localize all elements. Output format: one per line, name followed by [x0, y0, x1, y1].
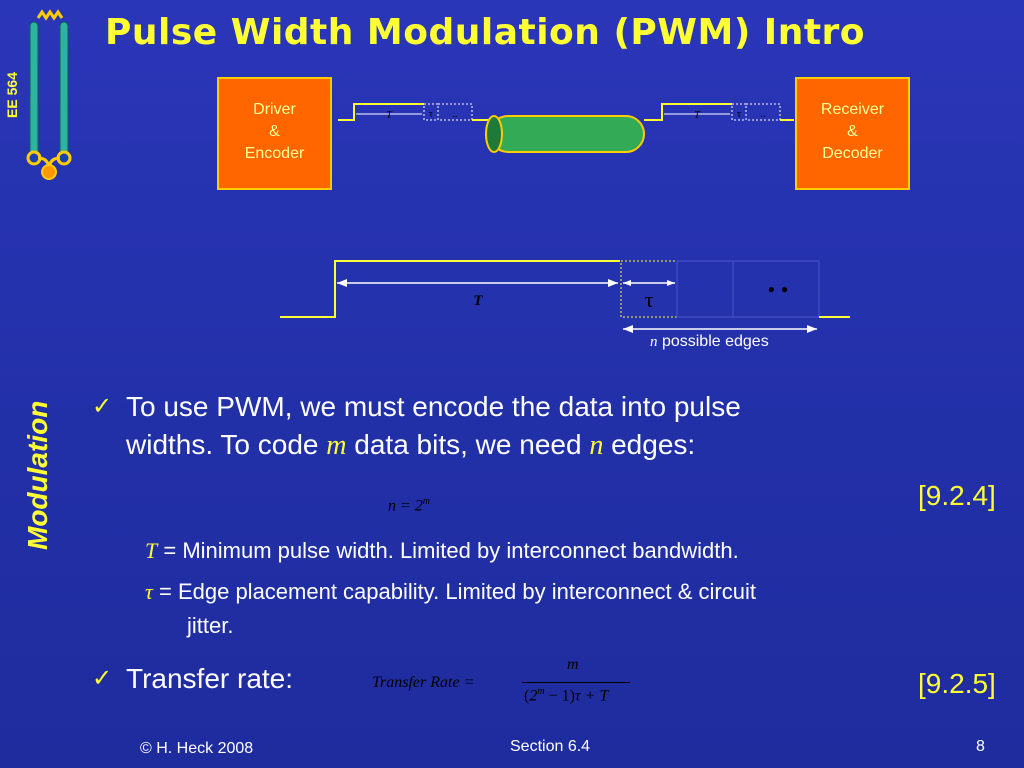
- eq2-den-sup: m: [537, 686, 545, 697]
- eq1-text: n = 2: [388, 497, 423, 515]
- right-pulse-waveform: T τ ..: [656, 103, 794, 121]
- big-t-label: T: [473, 293, 483, 309]
- sub1-text: = Minimum pulse width. Limited by interc…: [157, 538, 739, 563]
- sub-bullet-tau: τ = Edge placement capability. Limited b…: [145, 575, 965, 643]
- eq2-den-a: 2: [529, 687, 538, 705]
- interconnect-cable: [484, 115, 656, 153]
- pulse-width-diagram: T τ • •: [280, 260, 850, 333]
- logo: [24, 8, 80, 188]
- b1-m: m: [326, 430, 347, 461]
- edges-text: possible edges: [661, 333, 769, 350]
- receiver-line-2: &: [847, 123, 858, 140]
- right-small-tau: τ: [737, 109, 741, 120]
- eq2-fraction-bar: [522, 682, 630, 683]
- b2-text: Transfer rate:: [126, 663, 294, 694]
- driver-line-1: Driver: [253, 101, 296, 118]
- eq2-numerator: m: [567, 656, 579, 673]
- driver-line-3: Encoder: [244, 145, 305, 162]
- driver-line-2: &: [269, 123, 280, 140]
- right-small-t: T: [694, 110, 701, 121]
- checkmark-icon: ✓: [92, 393, 113, 420]
- footer-copyright: © H. Heck 2008: [140, 740, 254, 757]
- eq2-denominator: (2m − 1)τ + T: [524, 686, 609, 705]
- bullet-encode-line2: widths. To code m data bits, we need n e…: [126, 426, 972, 465]
- checkmark-icon-2: ✓: [92, 665, 113, 692]
- b1-text-b: data bits, we need: [346, 429, 590, 460]
- eq1-tag: [9.2.4]: [918, 480, 996, 511]
- bullet-encode: ✓ To use PWM, we must encode the data in…: [92, 388, 972, 465]
- course-label: EE 564: [4, 72, 20, 118]
- footer-page-number: 8: [976, 738, 985, 755]
- equation-9-2-4: n = 2m: [388, 496, 430, 515]
- eq1-sup: m: [422, 496, 431, 507]
- b1-n: n: [589, 430, 604, 461]
- eq2-tag: [9.2.5]: [918, 668, 996, 699]
- eq2-den-b: − 1: [544, 687, 570, 705]
- sub2-text2: jitter.: [187, 613, 234, 638]
- driver-encoder-box: Driver & Encoder: [217, 77, 332, 190]
- receiver-decoder-box: Receiver & Decoder: [795, 77, 910, 190]
- n-italic: n: [650, 334, 658, 350]
- b1-text-c: edges:: [603, 429, 696, 460]
- footer-section: Section 6.4: [510, 738, 591, 755]
- receiver-line-1: Receiver: [820, 101, 885, 118]
- sub1-var: T: [145, 538, 158, 563]
- eq2-den-c: τ + T: [574, 687, 609, 705]
- possible-edges-label: n possible edges: [650, 333, 769, 351]
- bullet-encode-line1: To use PWM, we must encode the data into…: [126, 391, 741, 422]
- link-diagram: T τ .. T τ ..: [338, 103, 794, 153]
- bullet-transfer-rate: ✓ Transfer rate:: [92, 660, 293, 698]
- left-small-dots: ..: [453, 109, 458, 120]
- sub2-var: τ: [145, 579, 153, 604]
- side-label: Modulation: [22, 400, 53, 550]
- b1-text-a: widths. To code: [126, 429, 327, 460]
- right-small-dots: ..: [761, 109, 766, 120]
- big-dots-label: • •: [768, 277, 789, 302]
- big-tau-label: τ: [645, 287, 654, 312]
- left-small-t: T: [386, 110, 393, 121]
- left-pulse-waveform: T τ ..: [338, 103, 484, 121]
- receiver-line-3: Decoder: [822, 145, 883, 162]
- sub-bullet-t: T = Minimum pulse width. Limited by inte…: [145, 534, 739, 568]
- left-small-tau: τ: [429, 109, 433, 120]
- sub2-text1: = Edge placement capability. Limited by …: [152, 579, 756, 604]
- equation-9-2-5: Transfer Rate = m (2m − 1)τ + T: [372, 656, 642, 716]
- page-title: Pulse Width Modulation (PWM) Intro: [105, 12, 866, 53]
- eq2-lhs: Transfer Rate =: [372, 674, 475, 691]
